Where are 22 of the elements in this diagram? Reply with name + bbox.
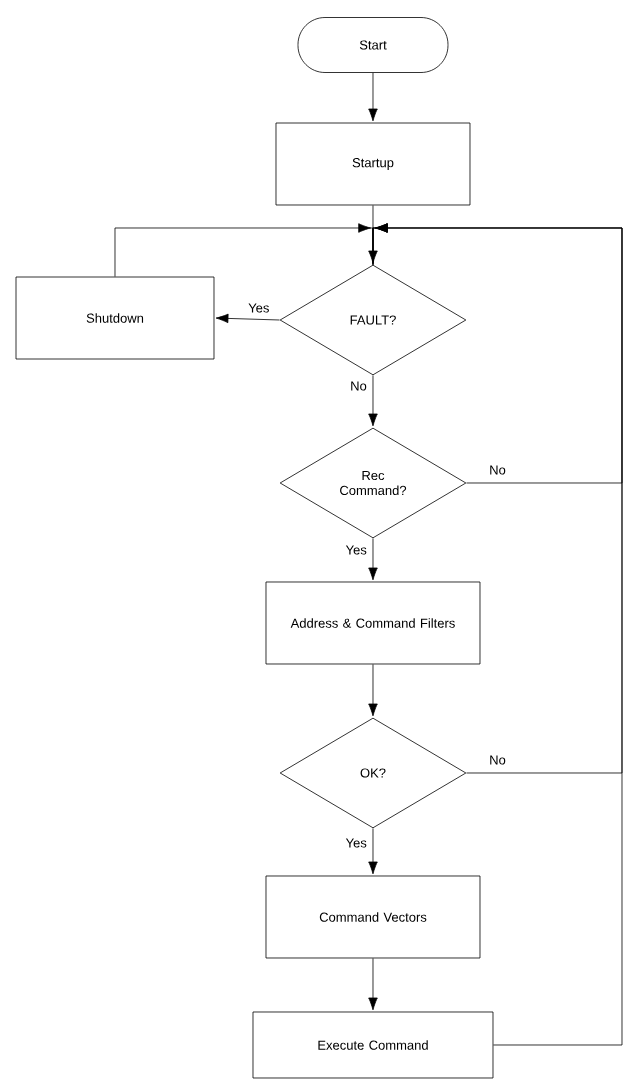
arrow	[215, 313, 280, 324]
process-box: Command Vectors	[265, 875, 481, 959]
edge-label: Yes	[344, 544, 368, 556]
process-box: Startup	[275, 122, 471, 206]
arrow	[368, 72, 378, 122]
arrow	[368, 664, 378, 717]
arrow	[368, 828, 378, 875]
process-box: Address & Command Filters	[265, 581, 481, 665]
edge-label: Yes	[247, 302, 271, 314]
process-box: Execute Command	[252, 1011, 494, 1079]
edge-label: No	[488, 754, 507, 766]
arrow	[368, 958, 378, 1011]
edge-label: No	[349, 380, 368, 392]
start-terminal: Start	[297, 17, 449, 73]
edge-label: No	[488, 464, 507, 476]
arrow	[368, 538, 378, 581]
arrow	[368, 227, 378, 264]
edge-label: Yes	[344, 837, 368, 849]
arrow	[368, 375, 378, 427]
process-box: Shutdown	[15, 276, 215, 360]
arrow	[372, 223, 623, 1046]
arrow	[114, 223, 374, 277]
